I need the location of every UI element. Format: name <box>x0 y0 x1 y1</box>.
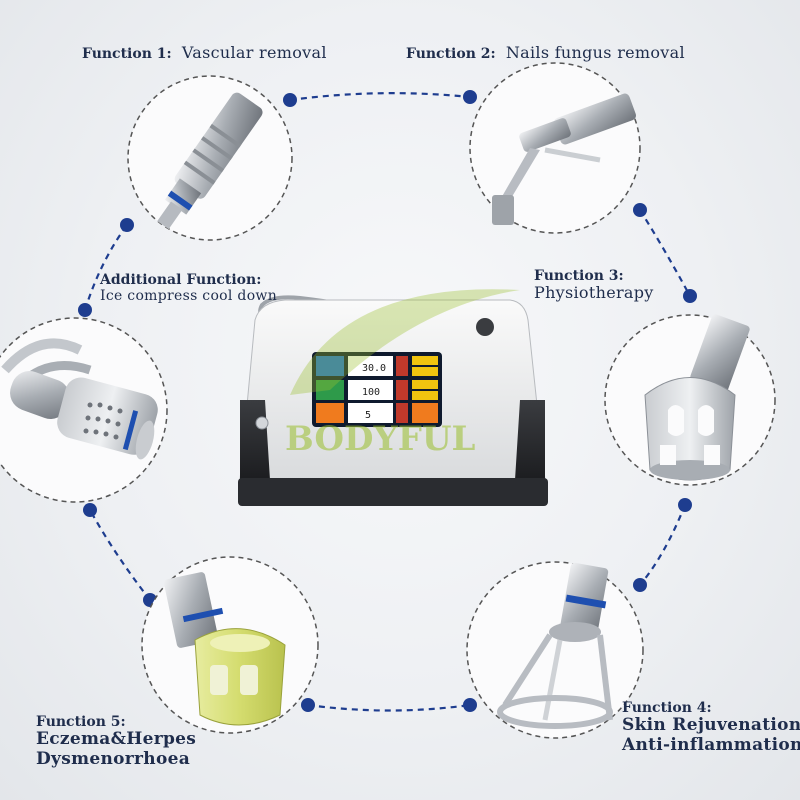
screen-value-1: 30.0 <box>362 363 386 374</box>
function-2-desc: Nails fungus removal <box>505 43 685 62</box>
connector-5-add <box>89 509 151 601</box>
function-4-desc-2: Anti-inflammation <box>622 734 800 755</box>
additional-function-label: Additional Function: Ice compress cool d… <box>100 272 277 304</box>
function-1-label: Function 1: Vascular removal <box>82 43 327 62</box>
node-dot <box>283 93 297 107</box>
node-dot <box>463 90 477 104</box>
function-3-label: Function 3: Physiotherapy <box>534 268 654 302</box>
function-5-desc-1: Eczema&Herpes <box>36 729 197 750</box>
function-4-desc-1: Skin Rejuvenation <box>622 715 800 736</box>
node-dot <box>683 289 697 303</box>
function-2-label: Function 2: Nails fungus removal <box>406 43 685 62</box>
node-dot <box>678 498 692 512</box>
node-dot <box>633 578 647 592</box>
node-dot <box>633 203 647 217</box>
node-dot <box>120 218 134 232</box>
additional-function-desc: Ice compress cool down <box>100 288 278 305</box>
screen-value-2: 100 <box>362 387 380 398</box>
connector-1-2 <box>289 92 471 102</box>
additional-function-title: Additional Function: <box>100 272 262 288</box>
function-2-title: Function 2: <box>406 46 496 62</box>
connector-add-1 <box>83 224 128 311</box>
function-1-desc: Vascular removal <box>181 43 327 62</box>
function-1-title: Function 1: <box>82 46 172 62</box>
node-dot <box>78 303 92 317</box>
connector-2-3 <box>639 209 691 297</box>
node-dot <box>301 698 315 712</box>
function-3-title: Function 3: <box>534 268 624 284</box>
node-dot <box>83 503 97 517</box>
watermark-text: BODYFUL <box>285 419 476 459</box>
screen-value-3: 5 <box>365 410 371 421</box>
function-5-desc-2: Dysmenorrhoea <box>36 748 191 769</box>
connector-4-5 <box>307 703 471 712</box>
function-3-desc: Physiotherapy <box>534 283 654 303</box>
function-4-label: Function 4: Skin Rejuvenation Anti-infla… <box>622 700 800 755</box>
connector-3-4 <box>639 504 687 586</box>
node-dot <box>463 698 477 712</box>
function-5-label: Function 5: Eczema&Herpes Dysmenorrhoea <box>36 714 196 769</box>
function-4-title: Function 4: <box>622 700 712 716</box>
function-5-title: Function 5: <box>36 714 126 730</box>
